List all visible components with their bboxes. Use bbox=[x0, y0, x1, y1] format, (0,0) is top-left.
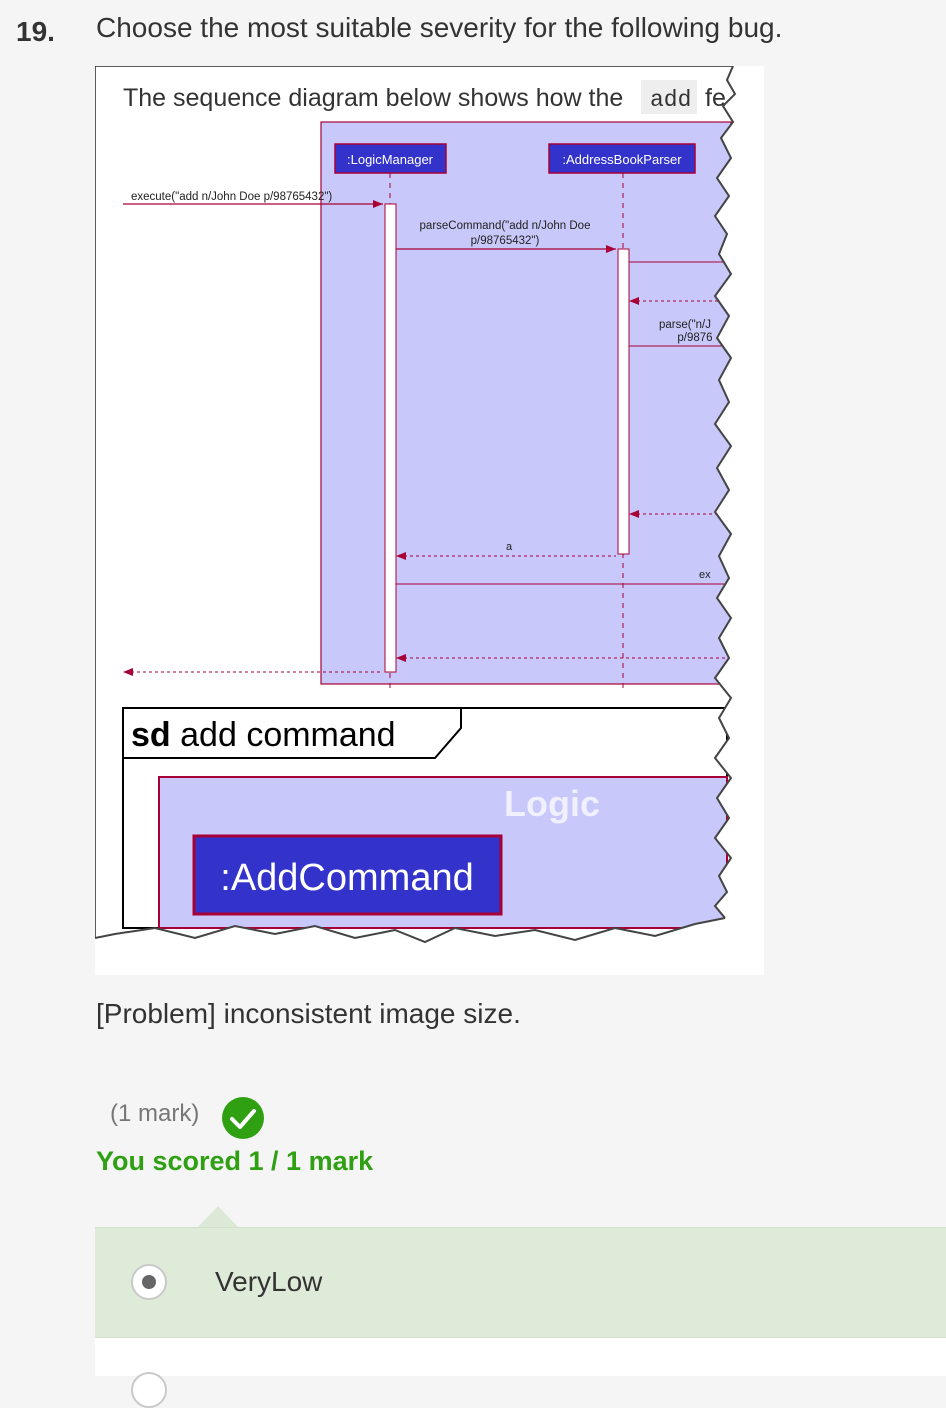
execute-call-label: execute("add n/John Doe p/98765432") bbox=[131, 191, 332, 203]
sequence-diagram-image: The sequence diagram below shows how the… bbox=[95, 66, 764, 975]
parser-participant bbox=[548, 143, 696, 174]
logic-region-upper bbox=[320, 121, 732, 685]
option-verylow-radio[interactable] bbox=[131, 1264, 167, 1300]
code-chip: add bbox=[650, 87, 691, 113]
bug-screenshot-figure: The sequence diagram below shows how the… bbox=[95, 66, 764, 975]
feedback-pointer bbox=[198, 1206, 238, 1227]
problem-description: [Problem] inconsistent image size. bbox=[96, 998, 521, 1029]
parse-call-label-1: parse("n/J bbox=[659, 319, 711, 331]
sd-frame-tab bbox=[122, 707, 462, 759]
option-next-radio[interactable] bbox=[131, 1372, 167, 1408]
parse-call-label-2: p/9876 bbox=[677, 332, 712, 344]
option-next[interactable] bbox=[95, 1338, 946, 1376]
parser-activation bbox=[617, 248, 630, 555]
torn-right-edge bbox=[713, 66, 737, 919]
code-chip-bg bbox=[641, 80, 697, 114]
mark-value: (1 mark) bbox=[110, 1100, 200, 1127]
add-command-participant bbox=[192, 834, 503, 916]
correct-check-icon bbox=[222, 1097, 264, 1139]
add-command-label: :AddCommand bbox=[220, 857, 473, 899]
figure-caption: The sequence diagram below shows how the bbox=[123, 84, 623, 112]
caption-cutoff: fe bbox=[705, 84, 726, 112]
question-number: 19. bbox=[16, 16, 55, 47]
parser-label: :AddressBookParser bbox=[562, 152, 682, 167]
sd-title: sd add command bbox=[131, 716, 396, 754]
ex-label: ex bbox=[699, 569, 711, 581]
logic-label: Logic bbox=[504, 783, 600, 824]
question-text: Choose the most suitable severity for th… bbox=[96, 12, 783, 43]
logic-manager-label: :LogicManager bbox=[347, 152, 434, 167]
score-result: You scored 1 / 1 mark bbox=[96, 1146, 374, 1176]
torn-bottom-mask bbox=[95, 916, 764, 975]
parse-command-label-2: p/98765432") bbox=[471, 235, 540, 247]
torn-bottom-edge bbox=[95, 917, 726, 944]
option-verylow[interactable] bbox=[95, 1227, 946, 1338]
radio-selected-dot bbox=[142, 1275, 156, 1289]
logic-manager-activation bbox=[384, 203, 397, 673]
option-verylow-label: VeryLow bbox=[215, 1266, 323, 1297]
parse-command-label-1: parseCommand("add n/John Doe bbox=[420, 220, 591, 232]
return-a-label: a bbox=[506, 541, 513, 553]
